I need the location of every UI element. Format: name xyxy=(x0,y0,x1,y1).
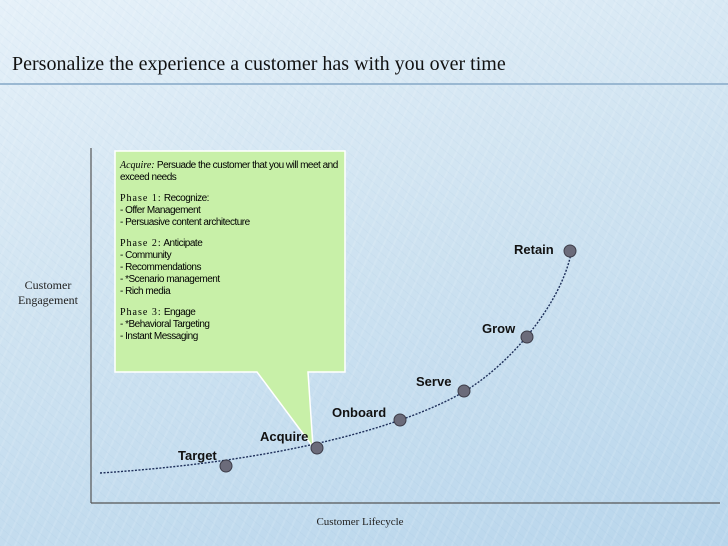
phase3-item: - *Behavioral Targeting xyxy=(120,319,210,330)
x-axis-label: Customer Lifecycle xyxy=(316,516,404,528)
stage-label-acquire: Acquire xyxy=(260,429,309,444)
phase2-item: - Rich media xyxy=(120,286,171,297)
callout-content: Acquire: Persuade the customer that you … xyxy=(120,160,342,343)
callout-intro-text: Persuade the customer that you will meet… xyxy=(120,160,338,183)
stage-point-retain xyxy=(563,244,577,258)
stage-point-acquire xyxy=(310,441,324,455)
phase1-item: - Offer Management xyxy=(120,205,201,216)
stage-label-onboard: Onboard xyxy=(332,405,387,420)
title-divider xyxy=(0,83,728,85)
slide-title: Personalize the experience a customer ha… xyxy=(12,53,506,75)
phase2-item: - Community xyxy=(120,250,172,261)
phase1-name: Recognize: xyxy=(163,193,210,204)
phase3-heading: Phase 3: Engage xyxy=(120,307,342,319)
phase3-title: Phase 3: xyxy=(120,307,162,318)
phase3-name: Engage xyxy=(163,307,196,318)
phase2-name: Anticipate xyxy=(163,238,203,249)
stage-point-target xyxy=(219,459,233,473)
stage-label-grow: Grow xyxy=(482,321,516,336)
phase3-item: - Instant Messaging xyxy=(120,331,198,342)
stage-label-target: Target xyxy=(178,448,217,463)
stage-point-serve xyxy=(457,384,471,398)
stage-point-grow xyxy=(520,330,534,344)
phase2-title: Phase 2: xyxy=(120,238,162,249)
stage-point-onboard xyxy=(393,413,407,427)
phase2-heading: Phase 2: Anticipate xyxy=(120,238,342,250)
phase1-heading: Phase 1: Recognize: xyxy=(120,193,342,205)
phase2-item: - *Scenario management xyxy=(120,274,220,285)
phase1-item: - Persuasive content architecture xyxy=(120,217,250,228)
y-axis-label: Customer Engagement xyxy=(18,278,78,307)
engagement-curve xyxy=(99,247,573,474)
callout-intro: Acquire: Persuade the customer that you … xyxy=(120,160,342,184)
stage-label-serve: Serve xyxy=(416,374,452,389)
callout-box xyxy=(114,150,346,450)
stage-label-retain: Retain xyxy=(514,242,554,257)
phase1-title: Phase 1: xyxy=(120,193,162,204)
callout-intro-title: Acquire: xyxy=(120,160,155,171)
phase2-item: - Recommendations xyxy=(120,262,201,273)
